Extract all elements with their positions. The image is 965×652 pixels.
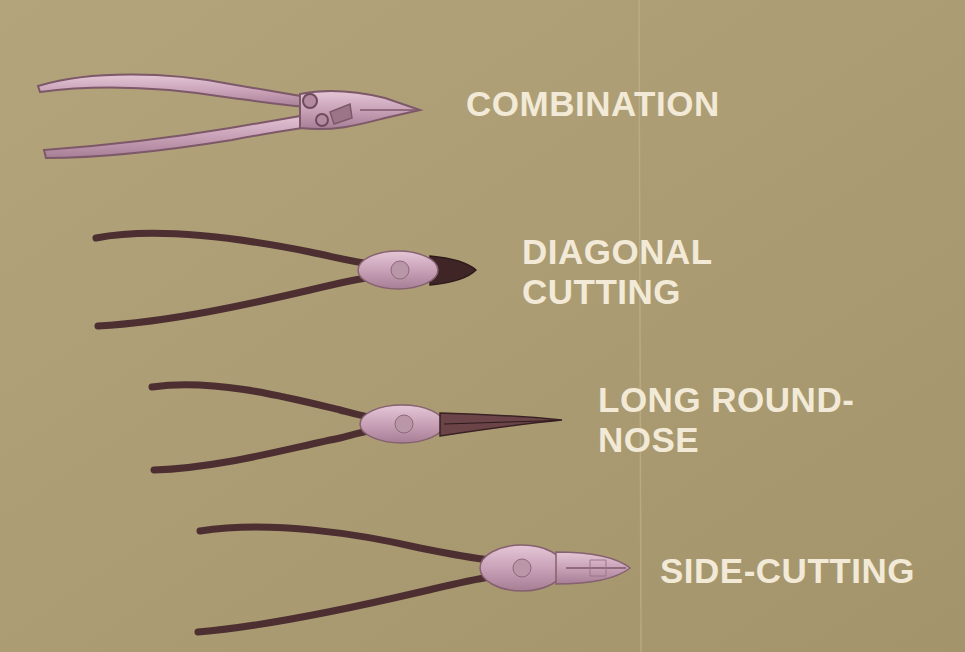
side-cutting-pliers <box>198 527 630 632</box>
plier-label: LONG ROUND-NOSE <box>598 380 898 460</box>
diagonal-cutting-pliers <box>96 233 476 326</box>
long-round-nose-pliers <box>152 385 562 470</box>
plier-label: COMBINATION <box>466 84 886 124</box>
plier-label: SIDE-CUTTING <box>660 551 960 591</box>
plier-label: DIAGONAL CUTTING <box>522 232 782 312</box>
combination-pliers <box>38 75 420 159</box>
